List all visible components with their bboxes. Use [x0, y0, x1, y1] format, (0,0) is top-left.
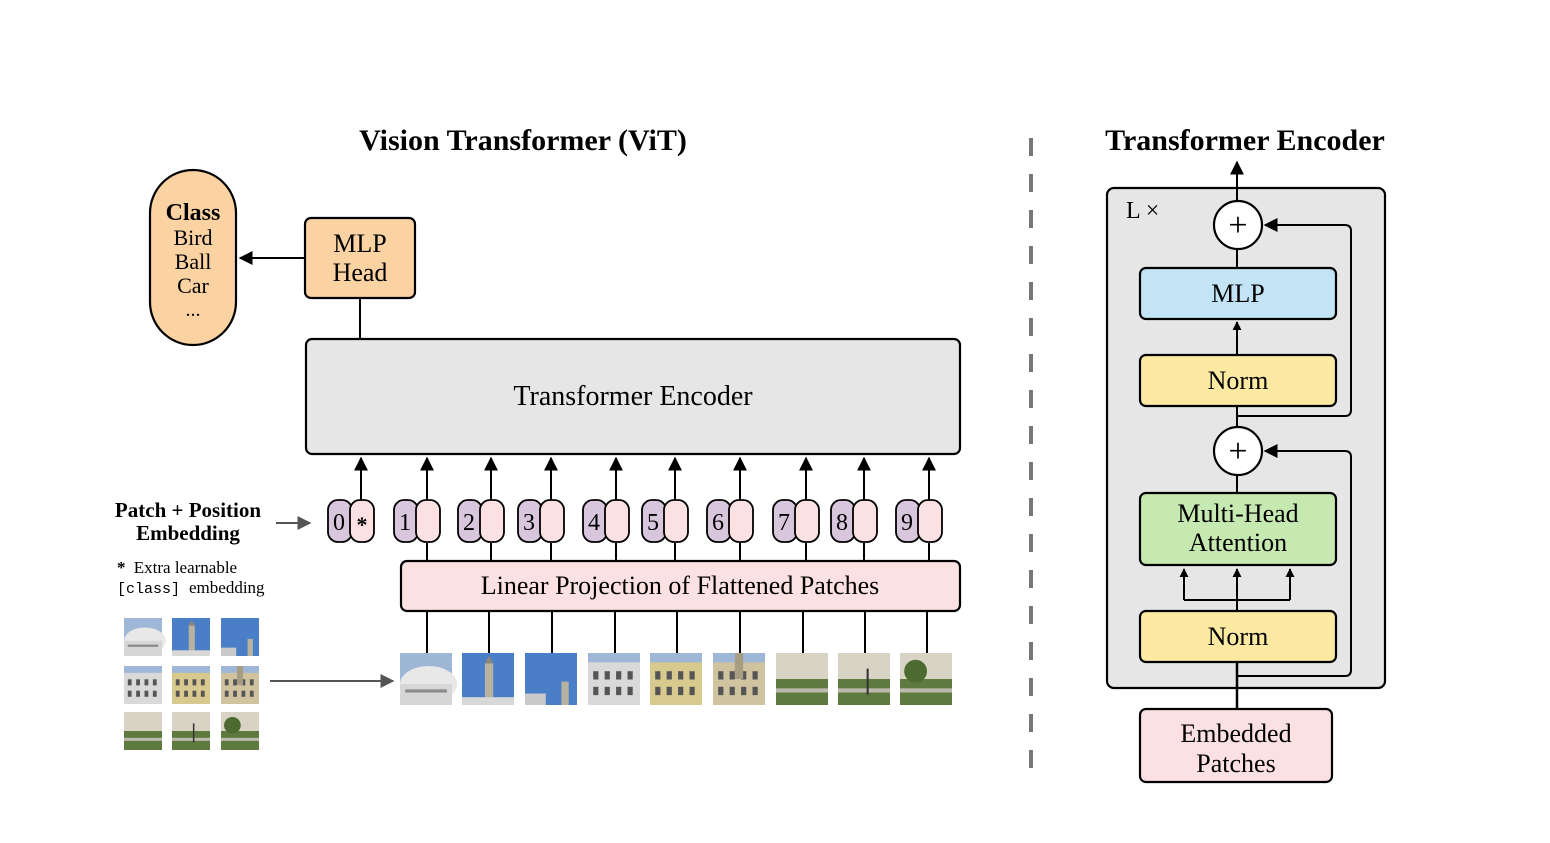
token-pair-8: 8	[830, 456, 878, 561]
token-pair-4: 4	[582, 456, 630, 561]
class-output-box: Class Bird Ball Car ...	[148, 168, 238, 347]
note-text-1: Extra learnable	[134, 558, 237, 577]
token-pair-3: 3	[517, 456, 565, 561]
norm-bottom-label: Norm	[1208, 622, 1269, 651]
grid-patch-8	[172, 712, 210, 750]
transformer-encoder-label: Transformer Encoder	[513, 381, 753, 412]
sequence-patch-3	[525, 653, 577, 705]
repeat-label: L ×	[1126, 198, 1159, 224]
patch-embedding-cell	[917, 499, 943, 543]
position-index-label: 6	[712, 510, 724, 536]
mlp-head-box: MLP Head	[303, 216, 417, 300]
token-pair-7: 7	[772, 456, 820, 561]
position-index-label: 2	[463, 510, 475, 536]
note-star: *	[117, 558, 126, 577]
note-code: [class]	[117, 581, 180, 598]
position-index-label: 3	[523, 510, 535, 536]
patch-embedding-cell	[479, 499, 505, 543]
class-item-car: Car	[177, 273, 209, 298]
patch-embedding-cell	[349, 499, 375, 543]
position-index-label: 5	[647, 510, 659, 536]
class-heading: Class	[166, 200, 221, 226]
class-token-marker: *	[357, 512, 368, 537]
note-line2: [class] embedding	[117, 578, 265, 598]
patch-embedding-cell	[794, 499, 820, 543]
token-pair-5: 5	[641, 456, 689, 561]
mlp-head-line2: Head	[333, 258, 388, 287]
grid-patch-2	[172, 618, 210, 656]
patch-embedding-cell	[539, 499, 565, 543]
note-text-2: embedding	[189, 578, 265, 597]
add-node-upper: +	[1212, 199, 1264, 251]
class-item-bird: Bird	[173, 225, 212, 250]
encoder-detail-title: Transformer Encoder	[1105, 124, 1385, 157]
linear-projection-label: Linear Projection of Flattened Patches	[481, 571, 880, 600]
patch-embedding-cell	[852, 499, 878, 543]
embedding-label-line1: Patch + Position	[115, 498, 261, 522]
grid-patch-4	[124, 666, 162, 704]
residual-connection-2	[1237, 218, 1352, 417]
norm-top-label: Norm	[1208, 366, 1269, 395]
grid-patch-1	[123, 618, 166, 656]
grid-patch-3	[221, 618, 259, 656]
grid-patch-5	[172, 666, 210, 704]
embedded-patches-line1: Embedded	[1180, 719, 1291, 748]
sequence-patch-8	[838, 653, 890, 705]
position-index-label: 1	[399, 510, 411, 536]
sequence-patch-4	[588, 653, 640, 705]
class-item-ellipsis: ...	[186, 299, 201, 321]
image-patch-grid	[123, 618, 259, 750]
norm-box-bottom: Norm	[1138, 609, 1338, 664]
patch-embedding-cell	[663, 499, 689, 543]
mlp-head-line1: MLP	[333, 229, 386, 258]
attention-line1: Multi-Head	[1177, 499, 1298, 528]
position-index-label: 7	[778, 510, 790, 536]
residual-connection-1	[1237, 444, 1352, 677]
flattened-patch-sequence	[400, 611, 952, 705]
sequence-patch-5	[650, 653, 702, 705]
position-index-label: 4	[588, 510, 600, 536]
token-pair-6: 6	[706, 456, 754, 561]
add-symbol-upper: +	[1228, 207, 1247, 244]
position-index-label: 0	[333, 510, 345, 536]
mlp-label: MLP	[1211, 279, 1264, 308]
grid-patch-9	[221, 712, 259, 750]
class-item-ball: Ball	[175, 249, 212, 274]
token-pair-0: 0*	[327, 456, 375, 543]
norm-box-top: Norm	[1138, 353, 1338, 408]
note-line1: * Extra learnable	[117, 558, 237, 577]
token-pair-2: 2	[457, 456, 505, 561]
add-symbol-lower: +	[1228, 433, 1247, 470]
patch-embedding-cell	[604, 499, 630, 543]
token-pair-9: 9	[895, 456, 943, 561]
attention-line2: Attention	[1189, 528, 1287, 557]
embedded-patches-line2: Patches	[1196, 749, 1275, 778]
vit-title: Vision Transformer (ViT)	[359, 124, 687, 157]
patch-embedding-cell	[415, 499, 441, 543]
token-pair-1: 1	[393, 456, 441, 561]
sequence-patch-7	[776, 653, 828, 705]
embedding-label-line2: Embedding	[136, 521, 240, 545]
grid-patch-6	[221, 666, 259, 704]
position-index-label: 9	[901, 510, 913, 536]
sequence-patch-9	[900, 653, 952, 705]
linear-projection-box: Linear Projection of Flattened Patches	[399, 559, 962, 613]
multi-head-attention-box: Multi-Head Attention	[1138, 491, 1338, 567]
sequence-patch-1	[400, 653, 458, 705]
grid-patch-7	[124, 712, 162, 750]
transformer-encoder-box: Transformer Encoder	[304, 337, 962, 456]
sequence-patch-6	[713, 653, 765, 705]
embedded-patches-box: Embedded Patches	[1138, 707, 1334, 784]
add-node-lower: +	[1212, 425, 1264, 477]
position-index-label: 8	[836, 510, 848, 536]
patch-embedding-cell	[728, 499, 754, 543]
sequence-patch-2	[462, 653, 514, 705]
mlp-box: MLP	[1138, 266, 1338, 321]
